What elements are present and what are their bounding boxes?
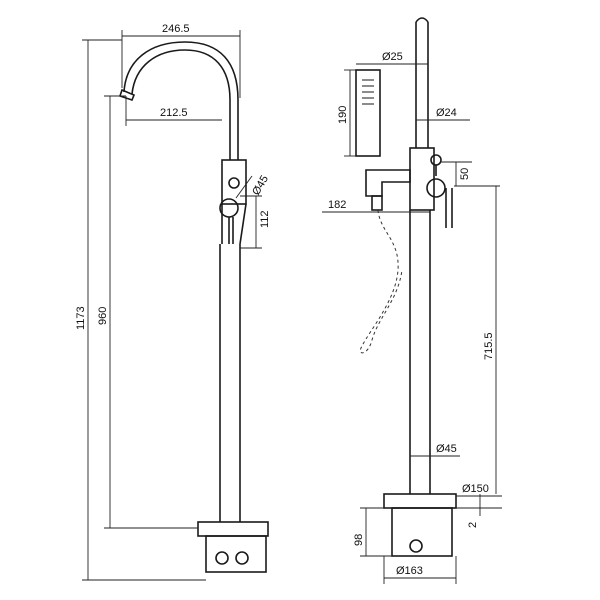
dim-spout-reach: 246.5 — [162, 23, 190, 35]
top-tube-cap — [415, 17, 429, 23]
left-view: 246.5 212.5 Ø45 112 960 1173 — [75, 23, 271, 581]
base-plate — [197, 521, 269, 537]
dim-outlet-height: 960 — [97, 307, 109, 325]
spout-arch — [123, 41, 239, 160]
dim-base-step: 2 — [467, 522, 479, 528]
dim-shower-dia: Ø25 — [382, 51, 403, 63]
dim-column-dia: Ø45 — [436, 443, 457, 455]
mixer-cap — [228, 177, 240, 189]
dim-box-dia: Ø163 — [396, 565, 423, 577]
base-plate-side — [383, 493, 457, 509]
dim-diverter-offset: 50 — [459, 168, 471, 180]
base-bolt-2 — [235, 551, 249, 565]
right-view: Ø25 190 Ø24 50 182 715.5 Ø45 Ø150 2 — [322, 17, 502, 584]
leader-handle — [235, 175, 253, 199]
dim-handle-dia: Ø45 — [250, 173, 271, 197]
diverter-knob — [430, 154, 442, 166]
base-port — [409, 539, 423, 553]
column-join-right — [239, 203, 247, 245]
dim-body-height: 715.5 — [483, 332, 495, 360]
base-bolt-1 — [215, 551, 229, 565]
base-box — [205, 535, 267, 573]
dim-spout-outlet: 212.5 — [160, 107, 188, 119]
shower-hose — [359, 209, 403, 354]
handle-side-knob — [426, 178, 446, 198]
dim-box-height: 98 — [353, 534, 365, 546]
dim-base-dia: Ø150 — [462, 483, 489, 495]
spout-arch-inner — [131, 49, 231, 160]
hose-bracket — [365, 169, 411, 197]
base-box-side — [391, 507, 453, 557]
dim-overall-height: 1173 — [75, 306, 87, 330]
dim-handle-height: 112 — [259, 210, 271, 228]
dim-shower-length: 190 — [337, 106, 349, 124]
hose-connector — [371, 195, 383, 211]
shower-nozzles — [362, 79, 374, 105]
mixer-body — [221, 159, 247, 205]
dim-hose-offset: 182 — [328, 199, 346, 211]
hand-shower — [355, 69, 381, 157]
spout-tip — [118, 88, 136, 101]
dim-column-top-dia: Ø24 — [436, 107, 457, 119]
mixer-body-side — [409, 147, 435, 211]
